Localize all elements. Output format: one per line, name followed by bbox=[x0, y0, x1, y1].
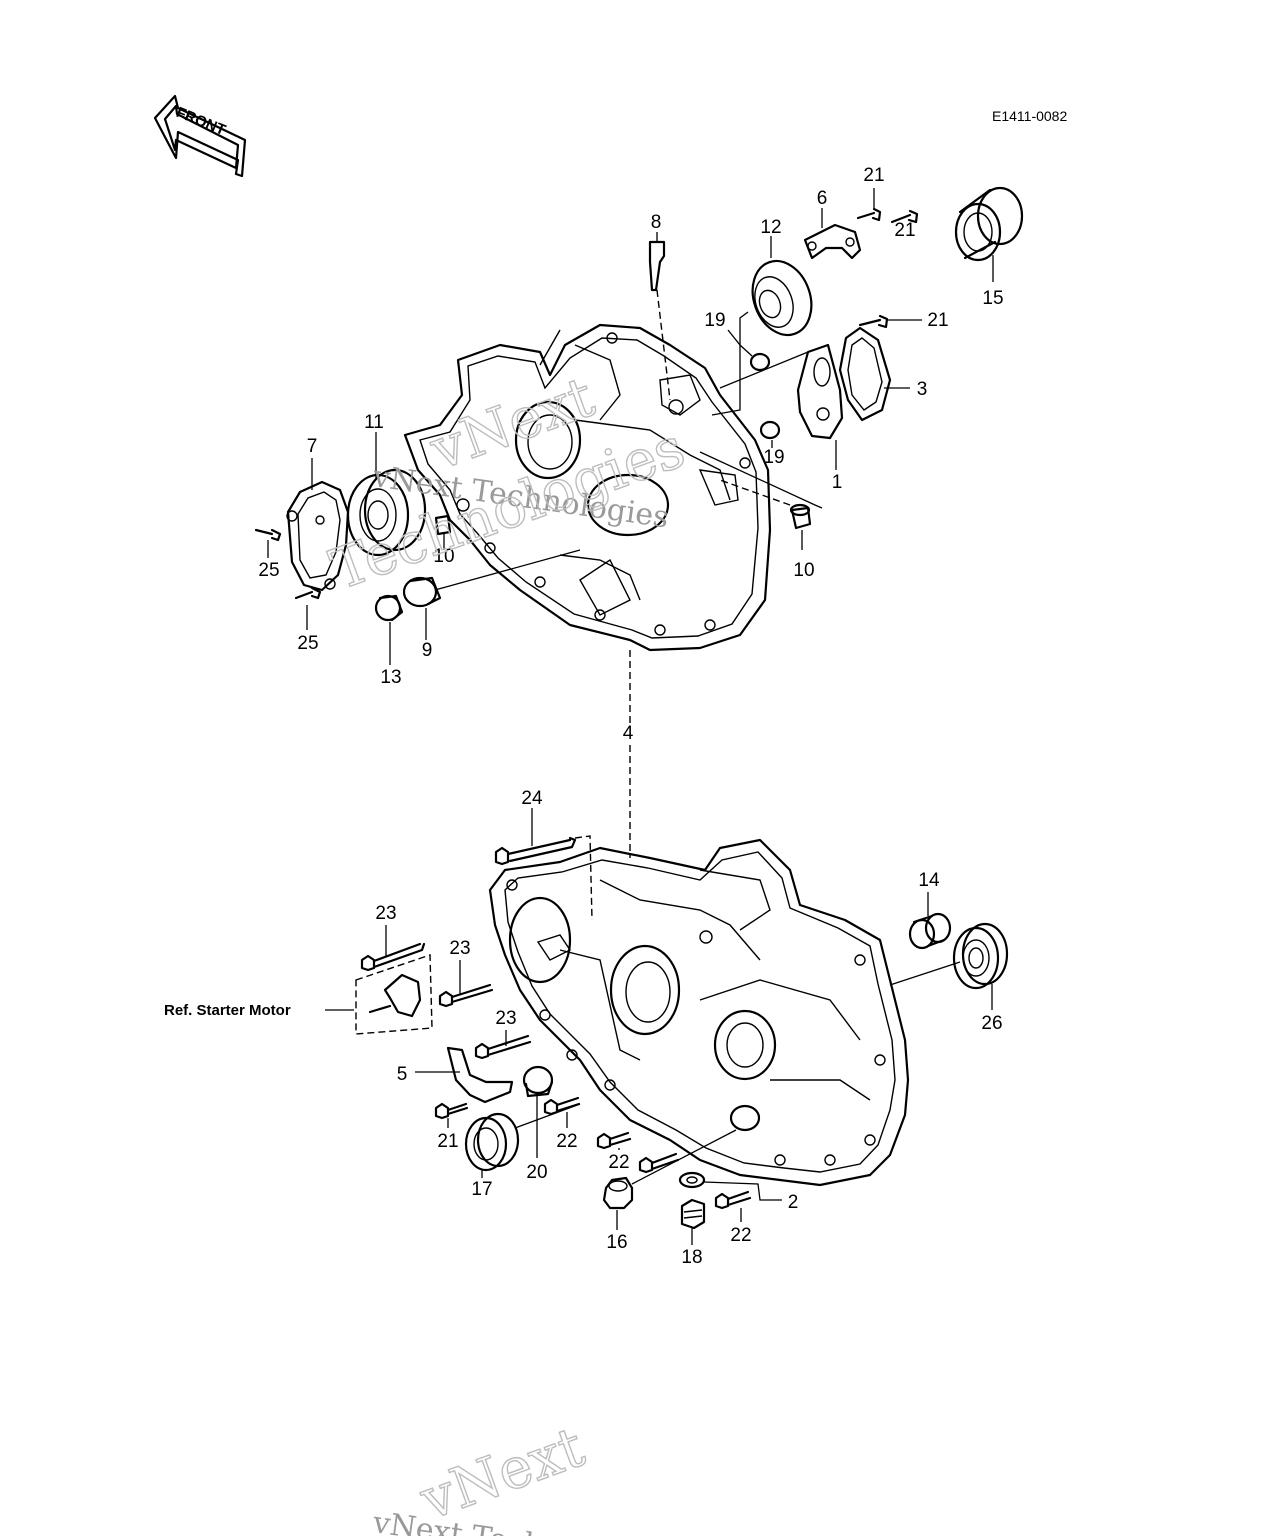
screw-21d bbox=[434, 1102, 469, 1128]
watermark-upper: vNext Technologies vNext Technologies bbox=[322, 364, 694, 604]
callout-22b: 22 bbox=[608, 1152, 629, 1173]
leader-to-9 bbox=[434, 549, 581, 591]
callout-labels: 8 12 6 21 21 15 19 21 3 19 1 7 11 10 10 … bbox=[258, 165, 1003, 1268]
watermark-lower: vNext Technologies vNext bbox=[370, 1414, 671, 1536]
callout-10b: 10 bbox=[793, 560, 814, 581]
callout-23c: 23 bbox=[495, 1008, 516, 1029]
callout-12: 12 bbox=[760, 217, 781, 238]
reference-note-starter-motor: Ref. Starter Motor bbox=[164, 1002, 291, 1019]
plug-16 bbox=[602, 1129, 737, 1230]
bolt-24 bbox=[494, 808, 593, 921]
watermark-vnext-lower: vNext bbox=[412, 1414, 593, 1533]
callout-4: 4 bbox=[623, 723, 634, 744]
collar-9 bbox=[402, 576, 442, 640]
bearing-26 bbox=[952, 922, 1009, 1010]
callout-10a: 10 bbox=[433, 546, 454, 567]
callout-11: 11 bbox=[364, 412, 384, 433]
dowel-19a bbox=[727, 329, 771, 372]
callout-21d: 21 bbox=[437, 1131, 458, 1152]
callout-3: 3 bbox=[917, 379, 928, 400]
callout-23a: 23 bbox=[375, 903, 396, 924]
callout-13: 13 bbox=[380, 667, 401, 688]
drain-plug-18 bbox=[680, 1198, 706, 1245]
callout-7: 7 bbox=[307, 436, 318, 457]
cover-3 bbox=[838, 326, 910, 422]
callout-26: 26 bbox=[981, 1013, 1002, 1034]
callout-2: 2 bbox=[788, 1192, 799, 1213]
callout-21a: 21 bbox=[863, 165, 884, 186]
bolt-22a bbox=[543, 1096, 581, 1128]
callout-21b: 21 bbox=[894, 220, 915, 241]
needle-bearing-15 bbox=[954, 186, 1024, 282]
callout-25b: 25 bbox=[297, 633, 318, 654]
callout-22c: 22 bbox=[730, 1225, 751, 1246]
dowel-10a bbox=[434, 514, 452, 550]
screw-21c bbox=[858, 314, 922, 329]
bolt-23b bbox=[438, 960, 494, 1008]
callout-6: 6 bbox=[817, 188, 828, 209]
callout-17: 17 bbox=[471, 1179, 492, 1200]
callout-19b: 19 bbox=[763, 447, 784, 468]
drawing-code: E1411-0082 bbox=[992, 108, 1067, 124]
bolt-22d bbox=[714, 1190, 752, 1222]
screw-21b bbox=[890, 209, 919, 224]
upper-crankcase-half bbox=[403, 323, 772, 652]
clamp-6 bbox=[803, 208, 862, 260]
callout-24: 24 bbox=[521, 788, 543, 809]
oil-seal-17 bbox=[464, 1112, 520, 1178]
starter-motor-ref-box bbox=[325, 954, 433, 1035]
cap-20 bbox=[522, 1065, 554, 1158]
bearing-12 bbox=[711, 236, 813, 416]
callout-20: 20 bbox=[526, 1162, 547, 1183]
leader-to-26 bbox=[889, 961, 961, 986]
bolt-22b bbox=[596, 1131, 632, 1150]
callout-14: 14 bbox=[918, 870, 940, 891]
screw-25a bbox=[254, 528, 282, 558]
callout-8: 8 bbox=[651, 212, 662, 233]
dowel-10b bbox=[719, 479, 812, 550]
callout-23b: 23 bbox=[449, 938, 470, 959]
screw-25b bbox=[294, 586, 322, 630]
washer-2 bbox=[678, 1171, 782, 1201]
bolt-22c bbox=[638, 1152, 680, 1174]
callout-25a: 25 bbox=[258, 560, 279, 581]
needle-bearing-13 bbox=[374, 594, 404, 665]
dowel-19b bbox=[759, 420, 781, 448]
callout-1: 1 bbox=[832, 472, 843, 493]
needle-bearing-14 bbox=[908, 892, 952, 950]
leader-to-1 bbox=[699, 451, 823, 509]
lower-crankcase-half bbox=[488, 838, 910, 1187]
bolt-23c bbox=[474, 1030, 532, 1060]
callout-9: 9 bbox=[422, 640, 433, 661]
screw-21a bbox=[856, 188, 882, 222]
callout-18: 18 bbox=[681, 1247, 702, 1268]
bolt-8 bbox=[648, 232, 671, 401]
watermark-line-lower: vNext Technologies bbox=[370, 1505, 671, 1536]
retainer-plate-7 bbox=[286, 458, 350, 592]
callout-19a: 19 bbox=[704, 310, 725, 331]
bolt-23a bbox=[360, 925, 426, 972]
front-arrow-icon: FRONT bbox=[153, 94, 247, 178]
callout-15: 15 bbox=[982, 288, 1003, 309]
callout-16: 16 bbox=[606, 1232, 627, 1253]
callout-22a: 22 bbox=[556, 1131, 577, 1152]
bearing-11 bbox=[346, 432, 427, 557]
bracket-5 bbox=[415, 1046, 514, 1104]
callout-21c: 21 bbox=[927, 310, 948, 331]
callout-5: 5 bbox=[397, 1064, 408, 1085]
plate-1 bbox=[719, 343, 844, 470]
